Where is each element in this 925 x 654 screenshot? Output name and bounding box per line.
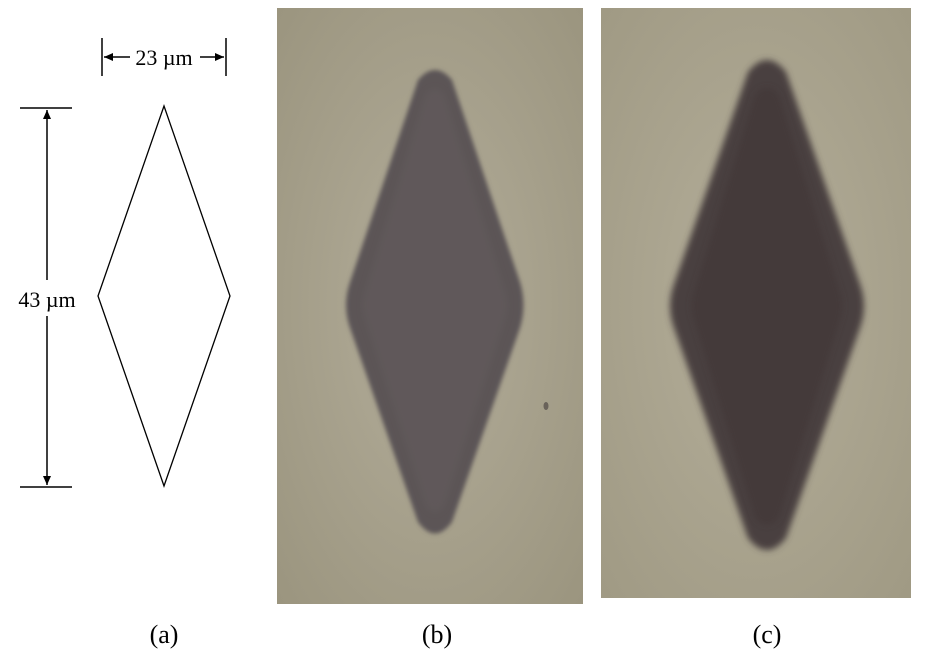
panel-b: (b) <box>277 8 583 649</box>
dust-speck <box>543 402 549 410</box>
panel-a: 23 µm 43 µm (a) <box>18 38 231 649</box>
height-label: 43 µm <box>18 287 75 312</box>
rhombus-micrograph-c-core <box>691 87 843 525</box>
panel-c: (c) <box>601 8 911 649</box>
caption-b: (b) <box>422 620 452 649</box>
rhombus-outline <box>97 104 231 488</box>
rhombus-micrograph-b-highlight <box>362 88 508 513</box>
caption-c: (c) <box>753 620 782 649</box>
width-label: 23 µm <box>135 45 192 70</box>
caption-a: (a) <box>150 620 179 649</box>
